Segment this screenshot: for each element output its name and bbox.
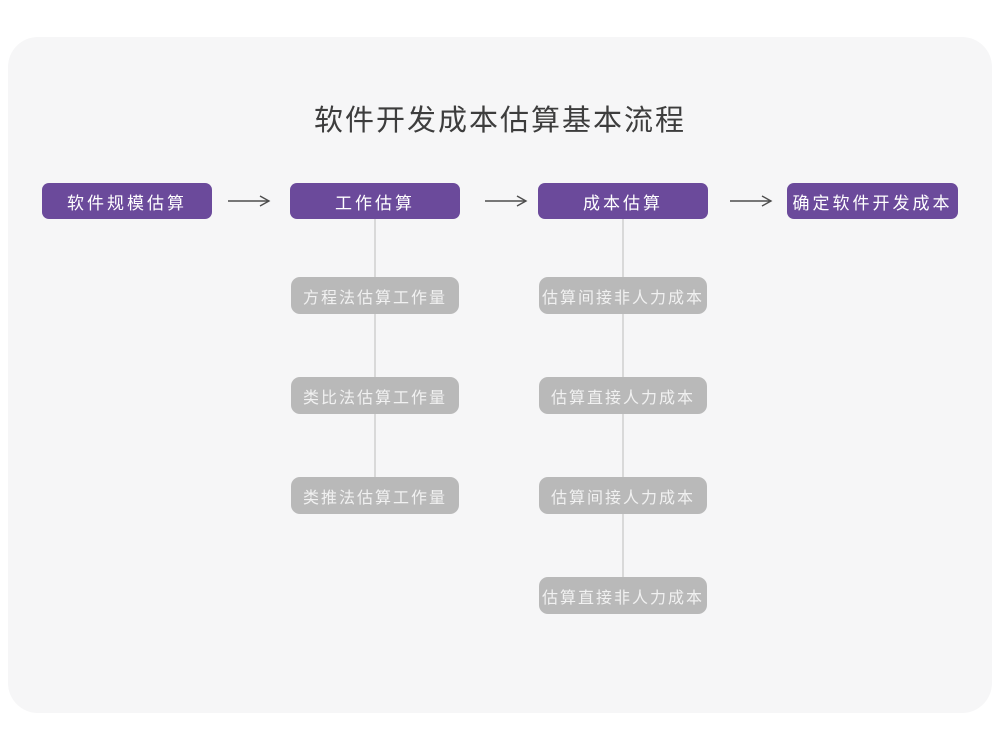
sub-node-analogy-method: 类比法估算工作量: [291, 377, 459, 414]
flow-arrow-icon: [730, 195, 773, 207]
sub-node-indirect-labor-cost: 估算间接人力成本: [539, 477, 707, 514]
stage-node-work-estimation: 工作估算: [290, 183, 460, 219]
sub-node-equation-method: 方程法估算工作量: [291, 277, 459, 314]
flow-arrow-icon: [485, 195, 528, 207]
diagram-title: 软件开发成本估算基本流程: [313, 105, 686, 137]
diagram-card: [8, 37, 992, 713]
sub-node-extrapolation-method: 类推法估算工作量: [291, 477, 459, 514]
stage-node-cost-estimation: 成本估算: [538, 183, 708, 219]
flow-arrow-icon: [228, 195, 271, 207]
stage-node-determine-development-cost: 确定软件开发成本: [787, 183, 958, 219]
sub-node-direct-non-labor-cost: 估算直接非人力成本: [539, 577, 707, 614]
sub-node-indirect-non-labor-cost: 估算间接非人力成本: [539, 277, 707, 314]
connector-line-work-estimation: [374, 219, 376, 496]
stage-node-software-scale-estimation: 软件规模估算: [42, 183, 212, 219]
sub-node-direct-labor-cost: 估算直接人力成本: [539, 377, 707, 414]
